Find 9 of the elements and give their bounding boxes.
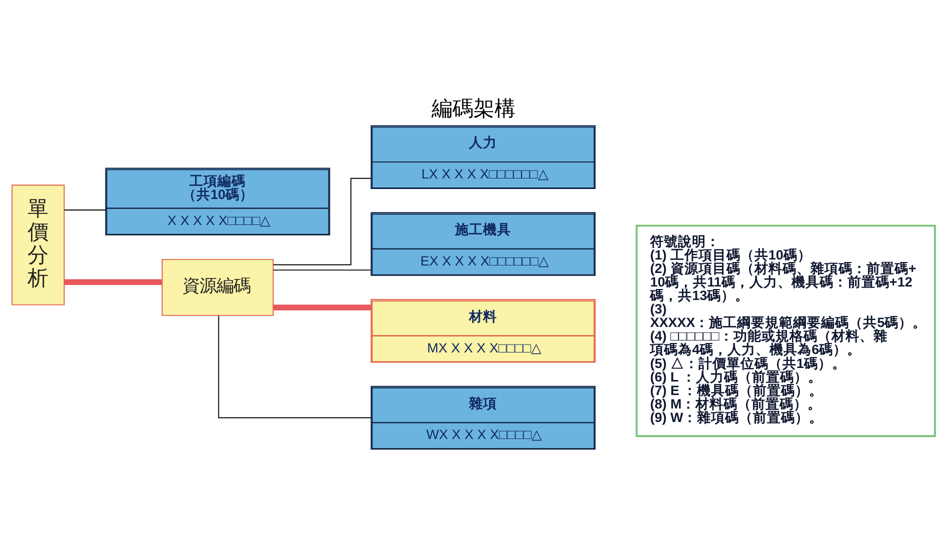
connector [272,178,372,266]
diagram-title: 編碼架構 [432,98,516,121]
node-box: 資源編碼 [162,258,274,316]
connector [272,270,372,271]
node-box: 符號說明： (1) 工作項目碼（共10碼） (2) 資源項目碼（材料碼、雜項碼：前置碼+10碼，共11碼，人力、機具碼：前置碼+12碼，共13碼）。 (3) XXXXX：施工綱要規範綱要編碼（共5碼）。 (4) □□□□□□：功能或規格碼（材料、雜項碼為4碼，人力、機具為6碼）。 (5) △：計價單位碼（共1碼）。 (6) L ：人力碼（前置碼）。 (7) E ：機具碼（前置碼）。 (8) M：材料碼（前置碼）。 (9) W：雜項碼（前置碼）。 [636,224,936,438]
connector [64,279,162,286]
node-box: 單價分析 [12,184,65,306]
connector [273,304,371,310]
connector [218,315,372,418]
